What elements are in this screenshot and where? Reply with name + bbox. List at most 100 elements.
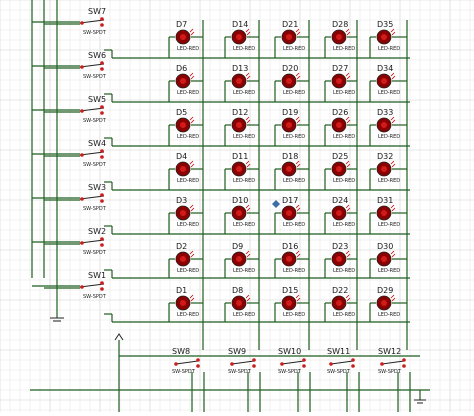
switch-lever xyxy=(79,151,105,156)
led-core xyxy=(336,256,342,262)
led-label: D7 xyxy=(176,20,187,29)
led-core xyxy=(180,256,186,262)
switch-label: SW6 xyxy=(88,51,106,60)
led-core xyxy=(336,78,342,84)
led-type-label: LED-RED xyxy=(378,312,400,318)
led-label: D16 xyxy=(282,242,298,251)
led-type-label: LED-RED xyxy=(177,46,199,52)
light-arrows-icon xyxy=(390,294,396,302)
switch-lever xyxy=(381,360,405,365)
led-type-label: LED-RED xyxy=(378,90,400,96)
light-arrows-icon xyxy=(345,28,351,36)
led-type-label: LED-RED xyxy=(177,90,199,96)
led-type-label: LED-RED xyxy=(378,178,400,184)
led-core xyxy=(180,122,186,128)
led-label: D8 xyxy=(232,286,243,295)
led-type-label: LED-RED xyxy=(233,134,255,140)
switch-pin xyxy=(100,105,104,109)
led-core xyxy=(336,300,342,306)
switch-type-label: SW-SPDT xyxy=(83,118,107,124)
switch-pin xyxy=(80,285,84,289)
led-type-label: LED-RED xyxy=(283,134,305,140)
switch-type-label: SW-SPDT xyxy=(83,206,107,212)
led-label: D18 xyxy=(282,152,298,161)
light-arrows-icon xyxy=(245,250,251,258)
led-core xyxy=(336,166,342,172)
switch-pin xyxy=(100,193,104,197)
switch-lever xyxy=(231,360,255,365)
led-label: D4 xyxy=(176,152,187,161)
switch-pin xyxy=(351,364,355,368)
light-arrows-icon xyxy=(189,28,195,36)
led-label: D30 xyxy=(377,242,393,251)
switch-type-label: SW-SPDT xyxy=(83,74,107,80)
led-label: D6 xyxy=(176,64,187,73)
led-type-label: LED-RED xyxy=(177,134,199,140)
switch-label: SW5 xyxy=(88,95,106,104)
switch-type-label: SW-SPDT xyxy=(83,30,107,36)
switch-pin xyxy=(80,109,84,113)
led-type-label: LED-RED xyxy=(233,178,255,184)
led-label: D19 xyxy=(282,108,298,117)
switch-label: SW7 xyxy=(88,7,106,16)
led-core xyxy=(286,256,292,262)
led-type-label: LED-RED xyxy=(283,90,305,96)
switch-type-label: SW-SPDT xyxy=(83,294,107,300)
led-label: D29 xyxy=(377,286,393,295)
switch-pin xyxy=(196,364,200,368)
probe-marker-icon xyxy=(272,200,280,208)
led-label: D5 xyxy=(176,108,187,117)
led-core xyxy=(381,166,387,172)
led-label: D1 xyxy=(176,286,187,295)
led-core xyxy=(180,210,186,216)
switch-label: SW4 xyxy=(88,139,106,148)
led-type-label: LED-RED xyxy=(233,90,255,96)
switch-type-label: SW-SPDT xyxy=(83,162,107,168)
ground-and-power xyxy=(50,200,426,404)
switch-pin xyxy=(100,149,104,153)
led-core xyxy=(381,256,387,262)
led-label: D12 xyxy=(232,108,248,117)
light-arrows-icon xyxy=(390,116,396,124)
led-matrix: D7LED-REDD6LED-REDD5LED-REDD4LED-REDD3LE… xyxy=(175,20,400,318)
led-label: D10 xyxy=(232,196,248,205)
light-arrows-icon xyxy=(295,116,301,124)
led-type-label: LED-RED xyxy=(333,222,355,228)
led-label: D2 xyxy=(176,242,187,251)
led-core xyxy=(381,78,387,84)
switch-label: SW8 xyxy=(172,347,190,356)
switch-lever xyxy=(79,283,105,288)
led-core xyxy=(180,166,186,172)
led-core xyxy=(381,210,387,216)
led-core xyxy=(180,34,186,40)
switch-pin xyxy=(302,358,306,362)
led-core xyxy=(286,210,292,216)
led-type-label: LED-RED xyxy=(333,46,355,52)
led-type-label: LED-RED xyxy=(177,222,199,228)
switch-pin xyxy=(100,67,104,71)
switch-pin xyxy=(380,362,384,366)
light-arrows-icon xyxy=(189,250,195,258)
